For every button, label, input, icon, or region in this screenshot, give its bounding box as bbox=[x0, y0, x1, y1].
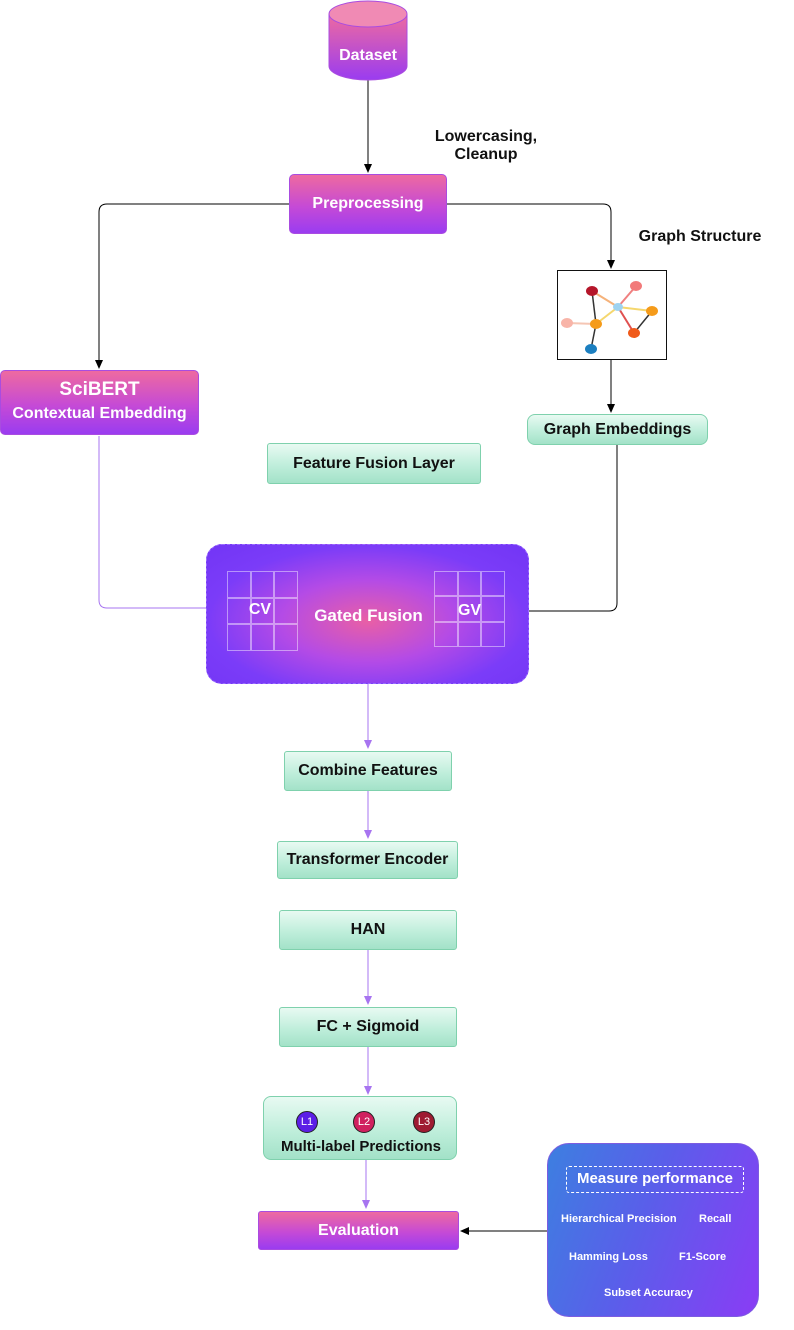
arrow-scibert-cv bbox=[98, 436, 229, 612]
gated-fusion-label: Gated Fusion bbox=[314, 606, 423, 625]
han-node: HAN bbox=[279, 910, 457, 950]
multilabel-predictions-node: L1 L2 L3 Multi-label Predictions bbox=[263, 1096, 457, 1160]
metric-hamming-loss: Hamming Loss bbox=[569, 1251, 648, 1263]
prediction-l3-badge: L3 bbox=[413, 1111, 435, 1133]
scibert-node: SciBERT Contextual Embedding bbox=[0, 370, 199, 435]
performance-panel: Measure performance Hierarchical Precisi… bbox=[547, 1143, 759, 1317]
multilabel-label: Multi-label Predictions bbox=[280, 1138, 442, 1155]
cv-label: CV bbox=[248, 601, 272, 618]
graph-structure-image bbox=[557, 270, 667, 360]
feature-fusion-layer-node: Feature Fusion Layer bbox=[267, 443, 481, 484]
lowercasing-label: Lowercasing, Cleanup bbox=[420, 128, 552, 164]
dataset-label: Dataset bbox=[339, 47, 397, 64]
evaluation-node: Evaluation bbox=[258, 1211, 459, 1250]
dataset-node: Dataset bbox=[328, 0, 408, 82]
arrow-preprocessing-graph bbox=[446, 203, 615, 269]
fc-sigmoid-node: FC + Sigmoid bbox=[279, 1007, 457, 1047]
graph-embeddings-node: Graph Embeddings bbox=[527, 414, 708, 445]
lowercasing-line: Lowercasing, bbox=[434, 128, 538, 145]
database-icon bbox=[328, 0, 408, 81]
graph-structure-label: Graph Structure bbox=[638, 228, 762, 245]
metric-hierarchical-precision: Hierarchical Precision bbox=[561, 1213, 677, 1225]
combine-features-node: Combine Features bbox=[284, 751, 452, 791]
preprocessing-node: Preprocessing bbox=[289, 174, 447, 234]
transformer-encoder-node: Transformer Encoder bbox=[277, 841, 458, 879]
scibert-subtitle: Contextual Embedding bbox=[12, 404, 187, 422]
scibert-title: SciBERT bbox=[59, 378, 140, 400]
cleanup-line: Cleanup bbox=[454, 146, 518, 163]
metric-f1-score: F1-Score bbox=[679, 1251, 727, 1263]
metric-subset-accuracy: Subset Accuracy bbox=[604, 1287, 693, 1299]
prediction-l1-badge: L1 bbox=[296, 1111, 318, 1133]
gv-label: GV bbox=[457, 602, 482, 619]
network-graph-icon bbox=[561, 281, 658, 354]
metric-recall: Recall bbox=[699, 1213, 732, 1225]
performance-title: Measure performance bbox=[577, 1170, 733, 1187]
gv-grid bbox=[434, 571, 505, 647]
cv-grid bbox=[227, 571, 298, 651]
arrow-graph-gv bbox=[504, 444, 618, 615]
performance-title-box bbox=[566, 1166, 744, 1193]
arrow-preprocessing-scibert bbox=[95, 203, 289, 369]
gated-fusion-node: CV Gated Fusion GV bbox=[206, 544, 529, 684]
prediction-l2-badge: L2 bbox=[353, 1111, 375, 1133]
